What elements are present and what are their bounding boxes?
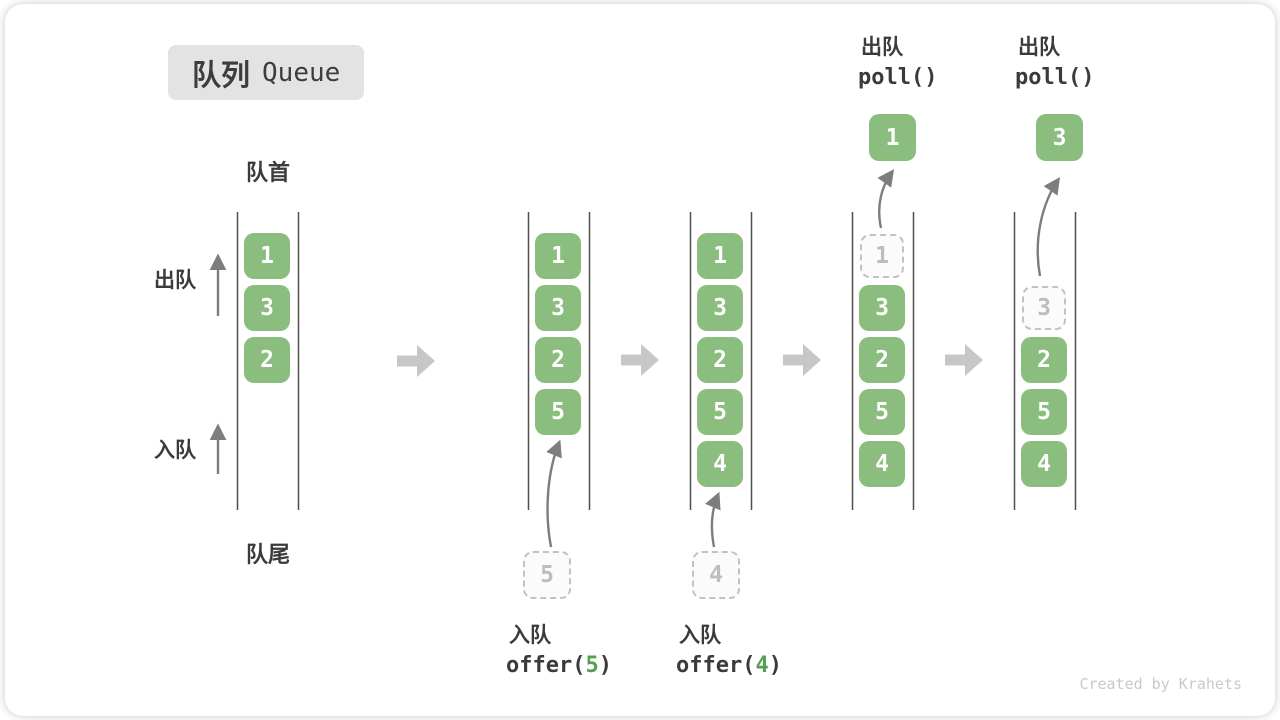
queue-cell: 3 [859,285,905,331]
queue-cell: 3 [244,285,290,331]
offer-op-1-zh: 入队 [509,624,551,647]
poll-op-2-zh: 出队 [1018,36,1060,59]
queue-cell: 5 [859,389,905,435]
code-text: ) [768,653,782,678]
title-badge: 队列 Queue [168,45,365,100]
queue-cell: 4 [697,441,743,487]
label-queue-rear: 队尾 [245,542,290,567]
extracted-cell: 3 [1036,114,1083,161]
label-queue-front: 队首 [245,160,290,185]
queue-cell: 1 [244,233,290,279]
title-zh: 队列 [192,59,251,92]
queue-cell: 5 [697,389,743,435]
poll-op-1-zh: 出队 [861,36,903,59]
watermark-credit: Created by Krahets [1079,675,1242,693]
queue-cell: 1 [535,233,581,279]
queue-cell: 2 [1021,337,1067,383]
code-arg: 4 [755,653,769,678]
code-text: offer( [676,653,756,678]
title-en: Queue [262,57,341,88]
offer-op-1-code: offer(5) [506,653,612,678]
poll-op-1-code: poll() [858,65,938,90]
queue-cell: 2 [859,337,905,383]
card-background [5,4,1275,716]
offer-op-2-code: offer(4) [676,653,782,678]
queue-cell-ghost: 1 [860,234,904,278]
input-cell: 5 [523,551,571,599]
queue-cell-ghost: 3 [1022,286,1066,330]
queue-cell: 1 [697,233,743,279]
queue-cell: 3 [535,285,581,331]
queue-cell: 2 [535,337,581,383]
code-text: offer( [506,653,586,678]
label-enqueue-left: 入队 [154,439,196,462]
code-text: ) [598,653,612,678]
code-arg: 5 [585,653,599,678]
queue-cell: 4 [1021,441,1067,487]
offer-op-2-zh: 入队 [679,624,721,647]
queue-cell: 2 [244,337,290,383]
queue-cell: 5 [1021,389,1067,435]
label-dequeue-left: 出队 [154,269,196,292]
queue-cell: 2 [697,337,743,383]
input-cell: 4 [692,551,740,599]
poll-op-2-code: poll() [1015,65,1095,90]
queue-cell: 4 [859,441,905,487]
extracted-cell: 1 [869,114,916,161]
queue-cell: 5 [535,389,581,435]
queue-cell: 3 [697,285,743,331]
